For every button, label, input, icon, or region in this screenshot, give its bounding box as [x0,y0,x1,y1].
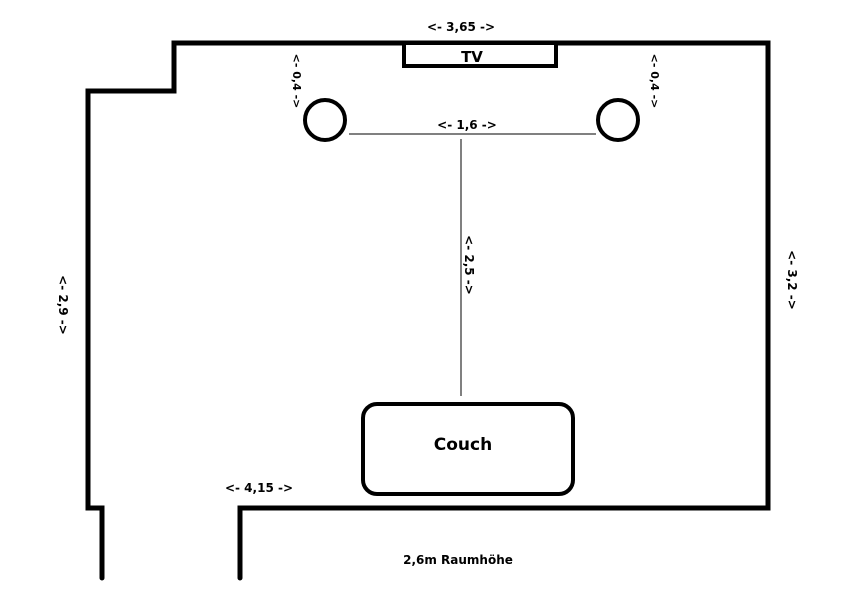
dim-speaker-spacing: <- 1,6 -> [437,118,497,132]
dim-top-wall: <- 3,65 -> [427,20,495,34]
dim-bottom-wall: <- 4,15 -> [225,481,293,495]
dim-right-wall: <- 3,2 -> [785,250,799,310]
couch-label: Couch [434,435,492,455]
wall-outline [85,40,771,581]
dim-left-speaker-wall: <- 0,4 -> [290,54,303,109]
tv: TV [402,41,558,68]
dim-speaker-to-couch: <- 2,5 -> [462,235,476,295]
speaker-right-icon [596,98,640,142]
dim-left-wall: <- 2,9 -> [56,275,70,335]
couch: Couch [361,402,575,496]
room-height-note: 2,6m Raumhöhe [403,553,513,567]
dim-right-speaker-wall: <- 0,4 -> [648,54,661,109]
tv-label: TV [461,48,483,66]
speaker-left-icon [303,98,347,142]
